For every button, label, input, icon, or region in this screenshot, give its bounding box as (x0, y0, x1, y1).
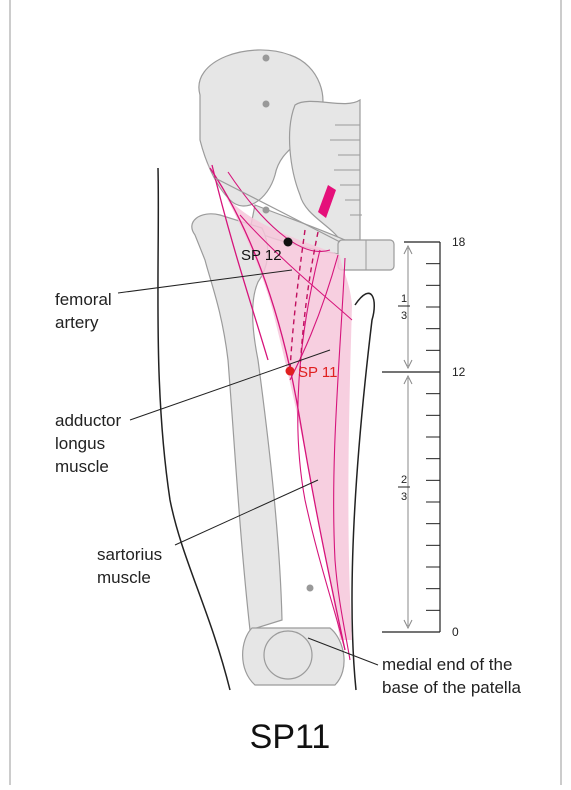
femoral-artery-label-line1: femoral (55, 290, 112, 309)
upper-fraction-den: 3 (401, 310, 407, 322)
femoral-artery-label-line2: artery (55, 313, 99, 332)
sp12-point (284, 238, 293, 247)
adductor-label-line3: muscle (55, 457, 109, 476)
patella-label-line1: medial end of the (382, 655, 512, 674)
sartorius-label-line2: muscle (97, 568, 151, 587)
sartorius-label-line1: sartorius (97, 545, 162, 564)
adductor-label-line1: adductor (55, 411, 121, 430)
lower-fraction-den: 3 (401, 491, 407, 503)
proportional-scale: 18 12 0 1 3 2 3 (382, 235, 466, 639)
adductor-label-line2: longus (55, 434, 105, 453)
scale-tick-18: 18 (452, 235, 466, 249)
scale-tick-0: 0 (452, 625, 459, 639)
upper-fraction-num: 1 (401, 293, 407, 305)
patella (264, 631, 312, 679)
sp11-label: SP 11 (298, 364, 337, 381)
medial-leg-contour (352, 293, 374, 690)
lower-fraction-num: 2 (401, 474, 407, 486)
diagram-title: SP11 (250, 718, 331, 756)
sp11-point (286, 367, 295, 376)
scale-tick-12: 12 (452, 365, 466, 379)
sp12-label: SP 12 (241, 247, 282, 264)
patella-label-line2: base of the patella (382, 678, 521, 697)
